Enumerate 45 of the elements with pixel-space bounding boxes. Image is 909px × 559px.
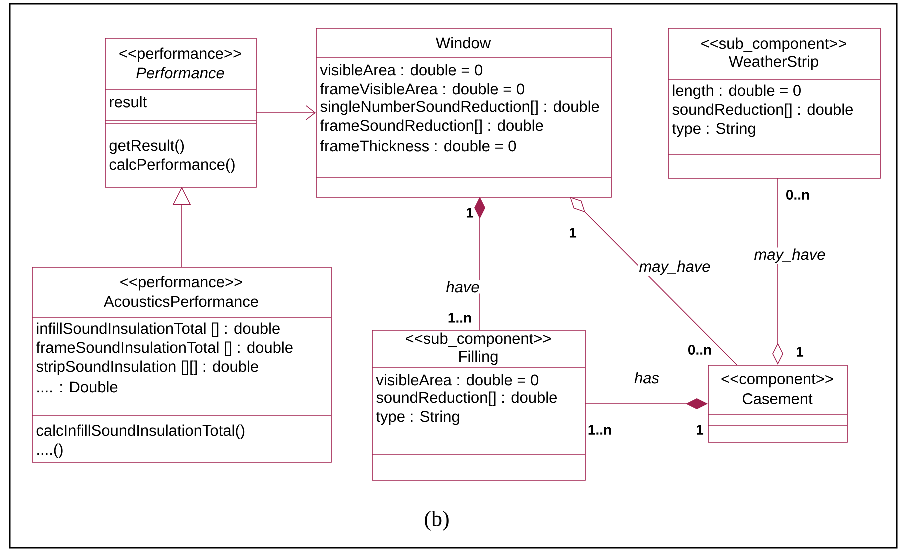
operation-text: getResult() [110, 140, 184, 154]
class-name: Casement [742, 394, 813, 404]
attribute-text: visibleArea : double = 0 [320, 64, 483, 76]
attribute-text: frameThickness : double = 0 [320, 140, 516, 152]
multiplicity-label: 1..n [448, 313, 472, 323]
connector [474, 197, 486, 330]
stereotype-label: <<sub_component>> [406, 332, 551, 348]
attribute-text: infillSoundInsulationTotal [] : double [37, 322, 280, 338]
class-name: WeatherStrip [729, 56, 818, 70]
class-name: AcousticsPerformance [104, 296, 258, 308]
attribute-text: singleNumberSoundReduction[] : double [320, 100, 600, 116]
connector [256, 106, 316, 120]
caption: (b) [425, 511, 449, 531]
class-name: Window [436, 37, 492, 49]
attribute-text: frameSoundReduction[] : double [320, 120, 544, 134]
class-name: Filling [460, 350, 498, 366]
edge-label: may_have [638, 260, 712, 276]
multiplicity-label: 0..n [786, 190, 810, 200]
attribute-text: visibleArea : double = 0 [376, 374, 539, 386]
edge-label: may_have [753, 248, 827, 264]
multiplicity-label: 0..n [688, 345, 712, 355]
operation-text: calcInfillSoundInsulationTotal() [36, 424, 245, 440]
stereotype-label: <<sub_component>> [702, 38, 846, 52]
connector [570, 197, 738, 366]
connector [584, 398, 708, 410]
operation-text: ....() [38, 444, 63, 458]
attribute-text: .... : Double [38, 381, 118, 393]
attribute-text: type : String [376, 410, 460, 426]
attribute-text: soundReduction[] : double [672, 104, 854, 118]
attribute-text: length : double = 0 [673, 84, 801, 100]
attribute-text: frameVisibleArea : double = 0 [320, 83, 524, 95]
stereotype-label: <<performance>> [120, 276, 242, 291]
attribute-text: frameSoundInsulationTotal [] : double [36, 342, 293, 356]
edge-label: has [634, 371, 660, 385]
operation-text: calcPerformance() [110, 158, 235, 174]
multiplicity-label: 1 [467, 208, 474, 218]
attribute-text: soundReduction[] : double [376, 392, 558, 406]
stereotype-label: <<performance>> [120, 48, 242, 62]
attribute-text: stripSoundInsulation [][] : double [36, 360, 258, 376]
attribute-text: type : String [672, 122, 756, 138]
attribute-text: result [110, 96, 147, 108]
multiplicity-label: 1 [570, 228, 577, 238]
stereotype-label: <<component>> [722, 374, 834, 388]
class-name: Performance [136, 67, 224, 79]
edge-label: have [445, 280, 481, 294]
